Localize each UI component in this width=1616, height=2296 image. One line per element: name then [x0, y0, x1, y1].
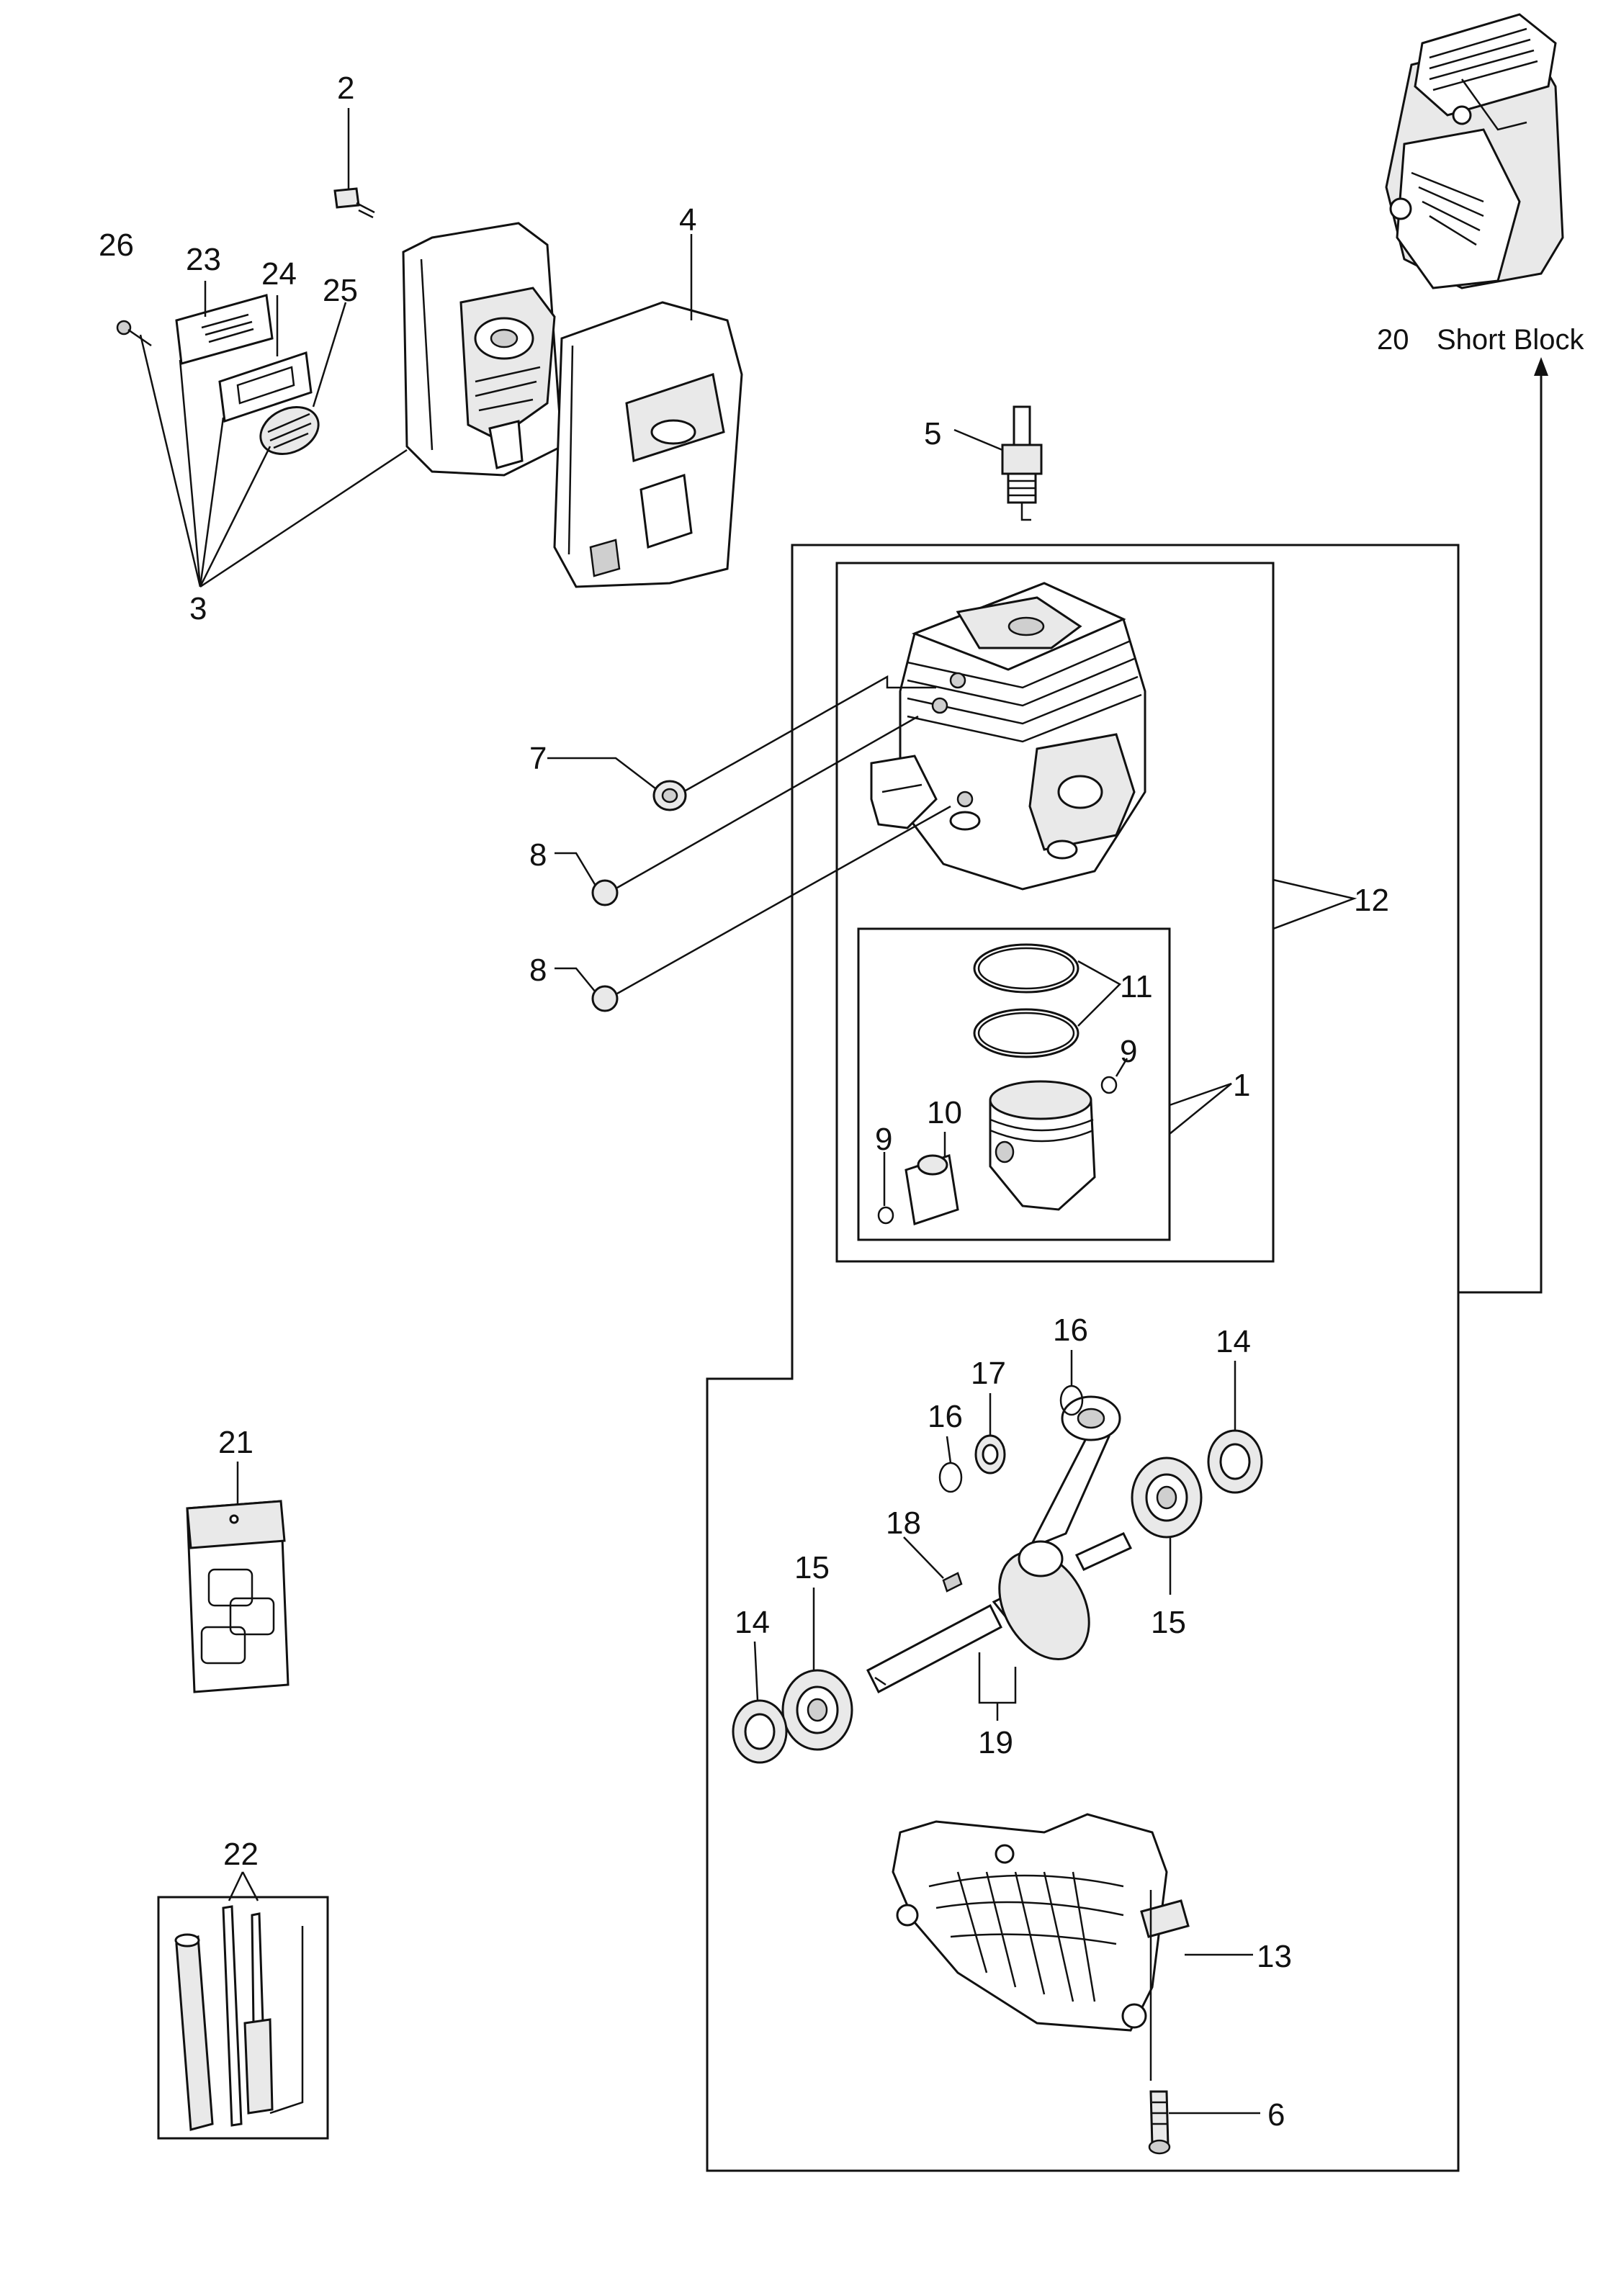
- callout-4: 4: [679, 202, 696, 238]
- callout-1: 1: [1233, 1068, 1250, 1103]
- callout-22: 22: [223, 1837, 259, 1872]
- callout-19: 19: [978, 1725, 1013, 1760]
- engine-group-frame: [706, 544, 1460, 2172]
- callout-labels: 2 26 23 24 25 4 3 5 7 8 8 12 11 9 1 10 9…: [99, 71, 1389, 2133]
- cylinder-illustration: [870, 582, 1146, 891]
- callout-15b: 15: [1151, 1605, 1186, 1640]
- callout-7: 7: [529, 741, 547, 776]
- callout-18: 18: [886, 1505, 921, 1541]
- piston-ring-upper-illustration: [973, 943, 1079, 994]
- callout-16b: 16: [928, 1399, 963, 1434]
- piston-illustration: [989, 1080, 1096, 1211]
- callout-14a: 14: [1216, 1324, 1251, 1359]
- screw-6-illustration: [1149, 2090, 1170, 2147]
- callout-16a: 16: [1053, 1313, 1088, 1348]
- circlip-9b-illustration: [877, 1206, 894, 1225]
- callout-9a: 9: [1120, 1034, 1137, 1069]
- circlip-9a-illustration: [1100, 1076, 1118, 1094]
- callout-26: 26: [99, 228, 134, 263]
- callout-8a: 8: [529, 837, 547, 873]
- washer-16a-illustration: [938, 1462, 963, 1493]
- crankcase-illustration: [892, 1813, 1190, 2032]
- callout-17: 17: [971, 1356, 1006, 1391]
- callout-13: 13: [1257, 1939, 1292, 1974]
- short-block-caption: Short Block: [1437, 324, 1585, 356]
- callout-23: 23: [186, 242, 221, 277]
- short-block-illustration: [1385, 13, 1564, 289]
- callout-5: 5: [924, 416, 941, 451]
- short-block-number: 20: [1377, 324, 1409, 356]
- short-block-arrow: [1458, 364, 1543, 1294]
- callout-15a: 15: [794, 1550, 830, 1585]
- callout-8b: 8: [529, 953, 547, 988]
- callout-9b: 9: [875, 1122, 892, 1157]
- piston-ring-lower-illustration: [973, 1008, 1079, 1058]
- key-18-illustration: [942, 1572, 963, 1593]
- crankshaft-illustration: [866, 1395, 1133, 1694]
- arrow-head: [1534, 357, 1548, 376]
- callout-14b: 14: [735, 1605, 770, 1640]
- callout-3: 3: [189, 591, 207, 626]
- tool-kit-frame: [157, 1896, 329, 2140]
- callout-12: 12: [1354, 883, 1389, 918]
- cylinder-group-frame: [835, 562, 1275, 1263]
- spacer-8a-illustration: [591, 879, 619, 906]
- spacer-8b-illustration: [591, 985, 619, 1012]
- callout-25: 25: [323, 273, 358, 308]
- tool-kit-illustration: [174, 1905, 304, 2131]
- callout-11: 11: [1120, 969, 1153, 1004]
- muffler-illustration: [116, 187, 743, 588]
- spark-plug-illustration: [1001, 405, 1043, 521]
- callout-2: 2: [337, 71, 354, 106]
- callout-6: 6: [1267, 2097, 1285, 2133]
- callout-21: 21: [218, 1425, 253, 1460]
- piston-kit-frame: [857, 927, 1171, 1241]
- gasket-set-illustration: [186, 1500, 289, 1693]
- callout-24: 24: [261, 256, 297, 292]
- leader-lines: [139, 108, 1357, 2115]
- callout-10: 10: [927, 1095, 962, 1130]
